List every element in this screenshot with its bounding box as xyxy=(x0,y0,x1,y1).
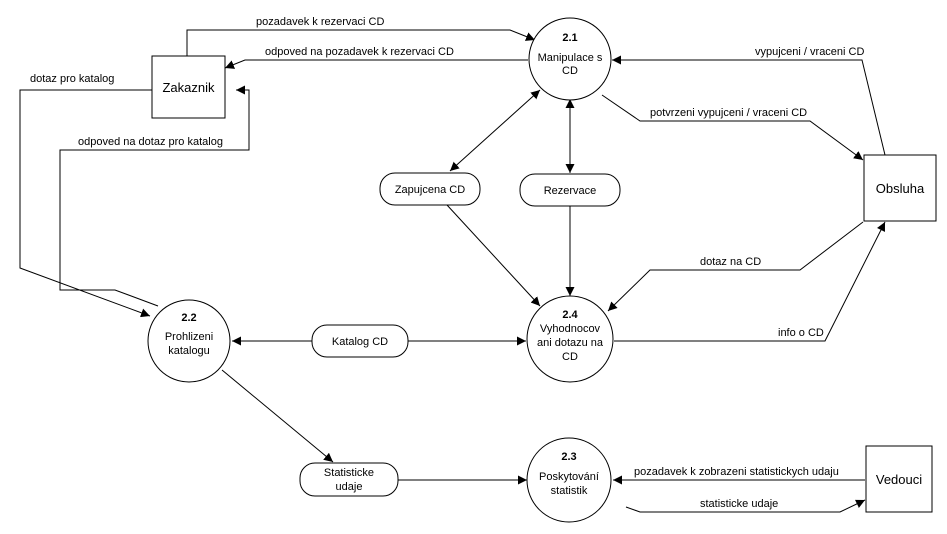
flow-label-dotaz-cd: dotaz na CD xyxy=(700,256,761,268)
flow-dotaz-cd-line xyxy=(607,221,864,312)
flow-dotaz-katalog-line xyxy=(19,89,152,318)
process-2-4-line-2: ani dotazu na xyxy=(537,337,604,349)
store-statisticke-udaje-line-1: Statisticke xyxy=(324,467,374,479)
store-statisticke-udaje: Statisticke udaje xyxy=(299,462,399,497)
flow-label-potvrzeni: potvrzeni vypujceni / vraceni CD xyxy=(650,107,807,119)
process-2-2: 2.2 Prohlizeni katalogu xyxy=(147,299,231,383)
flow-statisticke-udaje-line xyxy=(625,499,866,513)
process-2-4-number: 2.4 xyxy=(562,309,578,321)
store-rezervace: Rezervace xyxy=(519,173,621,207)
process-2-3-line-1: Poskytování xyxy=(539,471,599,483)
process-2-3: 2.3 Poskytování statistik xyxy=(526,437,612,523)
flow-label-pozadavek-statistiky: pozadavek k zobrazeni statistickych udaj… xyxy=(634,466,839,478)
flow-label-pozadavek-rezervace: pozadavek k rezervaci CD xyxy=(256,16,384,28)
store-katalog-cd: Katalog CD xyxy=(311,324,409,358)
process-2-3-number: 2.3 xyxy=(561,451,576,463)
flow-lines xyxy=(19,29,886,513)
flow-label-odpoved-katalog: odpoved na dotaz pro katalog xyxy=(78,136,223,148)
process-2-3-line-2: statistik xyxy=(551,485,588,497)
flow-zapujcena-p24-line xyxy=(446,204,541,307)
process-2-4: 2.4 Vyhodnocov ani dotazu na CD xyxy=(526,295,614,383)
flow-odpoved-rezervace-line xyxy=(224,59,528,69)
entity-vedouci: Vedouci xyxy=(865,445,933,513)
entity-zakaznik: Zakaznik xyxy=(151,55,226,119)
entity-obsluha: Obsluha xyxy=(863,154,937,222)
store-rezervace-label: Rezervace xyxy=(544,185,597,197)
entity-zakaznik-label: Zakaznik xyxy=(162,80,215,95)
process-2-2-number: 2.2 xyxy=(181,312,196,324)
process-2-1: 2.1 Manipulace s CD xyxy=(528,17,612,101)
process-2-1-line-2: CD xyxy=(562,65,578,77)
process-2-2-line-1: Prohlizeni xyxy=(165,331,213,343)
process-2-1-number: 2.1 xyxy=(562,32,577,44)
flow-label-dotaz-katalog: dotaz pro katalog xyxy=(30,73,114,85)
flow-label-odpoved-rezervace: odpoved na pozadavek k rezervaci CD xyxy=(265,46,454,58)
flow-info-cd-line xyxy=(614,221,886,342)
store-zapujcena-cd: Zapujcena CD xyxy=(379,172,481,206)
flow-label-info-cd: info o CD xyxy=(778,327,824,339)
flow-label-statisticke-udaje: statisticke udaje xyxy=(700,498,778,510)
flow-label-vypujceni: vypujceni / vraceni CD xyxy=(755,46,864,58)
flow-potvrzeni-line xyxy=(601,94,864,161)
entity-vedouci-label: Vedouci xyxy=(876,472,922,487)
process-2-4-line-1: Vyhodnocov xyxy=(540,323,601,335)
process-2-2-line-2: katalogu xyxy=(168,345,210,357)
flow-odpoved-katalog-line xyxy=(59,85,250,307)
process-2-1-line-1: Manipulace s xyxy=(538,52,603,64)
flow-labels: pozadavek k rezervaci CD odpoved na poza… xyxy=(30,16,864,510)
flow-p21-zapujcena-line xyxy=(449,89,541,172)
store-statisticke-udaje-line-2: udaje xyxy=(336,481,363,493)
entity-obsluha-label: Obsluha xyxy=(876,181,925,196)
store-zapujcena-cd-label: Zapujcena CD xyxy=(395,184,465,196)
flow-p22-statisticke-line xyxy=(221,369,334,463)
store-katalog-cd-label: Katalog CD xyxy=(332,336,388,348)
flow-pozadavek-rezervace-line xyxy=(186,29,536,56)
flow-vypujceni-line xyxy=(612,55,886,156)
process-2-4-line-3: CD xyxy=(562,351,578,363)
